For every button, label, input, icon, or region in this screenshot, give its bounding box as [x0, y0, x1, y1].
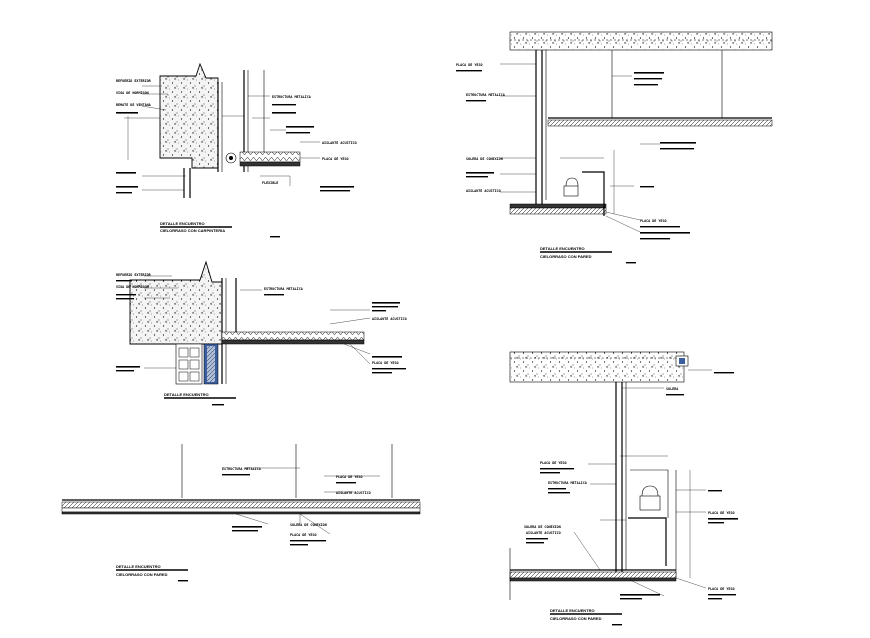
label: PLACA DE YESO	[540, 461, 567, 465]
gypsum-board	[509, 577, 677, 582]
label: PLACA DE YESO	[456, 63, 483, 67]
detail-subtitle: CIELORRASO CON CARPINTERIA	[160, 228, 225, 233]
label: AISLANTE ACUSTICO	[466, 189, 501, 193]
acoustic-insulation	[239, 151, 301, 163]
detail-subtitle: CIELORRASO CON PARED	[550, 616, 602, 621]
detail-2: PLACA DE YESO ESTRUCTURA METALICA SOLERA…	[456, 31, 773, 264]
block-wall	[175, 343, 203, 385]
detail-1: REFUERZO EXTERIOR VIGA DE HORMIGON REMAT…	[116, 62, 357, 238]
ceiling-grid	[61, 501, 421, 509]
label-lines	[116, 280, 406, 374]
label-lines	[456, 70, 696, 240]
label: ESTRUCTURA METALICA	[466, 93, 505, 97]
acoustic-insulation	[221, 331, 365, 341]
label: ESTRUCTURA METALICA	[222, 467, 261, 471]
detail-title: DETALLE ENCUENTRO	[164, 392, 209, 397]
label-lines	[526, 372, 738, 600]
label: PLACA DE YESO	[708, 511, 735, 515]
label-lines	[116, 104, 354, 194]
concrete-hatch	[160, 64, 218, 168]
detail-title: DETALLE ENCUENTRO	[116, 564, 161, 569]
detail-3: REFUERZO EXTERIOR VIGA DE HORMIGON ESTRU…	[116, 260, 407, 406]
label: PLACA DE YESO	[708, 587, 735, 591]
label: REFUERZO EXTERIOR	[116, 79, 152, 83]
label-lines	[222, 474, 356, 546]
detail-title: DETALLE ENCUENTRO	[160, 221, 205, 226]
detail-4: ESTRUCTURA METALICA PLACA DE YESO AISLAN…	[61, 444, 421, 582]
label: PLACA DE YESO	[322, 157, 349, 161]
label: AISLANTE ACUSTICO	[526, 531, 561, 535]
label: VIGA DE HORMIGON	[116, 285, 149, 289]
detail-5: PLACA DE YESO ESTRUCTURA METALICA SOLERA…	[509, 351, 738, 626]
label: AISLANTE ACUSTICO	[322, 141, 357, 145]
detail-title: DETALLE ENCUENTRO	[540, 246, 585, 251]
label: ESTRUCTURA METALICA	[264, 287, 303, 291]
label: REFUERZO EXTERIOR	[116, 273, 152, 277]
detail-subtitle: CIELORRASO CON PARED	[540, 254, 592, 259]
label: PLACA DE YESO	[290, 533, 317, 537]
label: AISLANTE ACUSTICO	[336, 491, 371, 495]
label: PLACA DE YESO	[336, 475, 363, 479]
gypsum-board	[509, 203, 607, 209]
label: ESTRUCTURA METALICA	[272, 95, 311, 99]
detail-subtitle: CIELORRASO CON PARED	[116, 572, 168, 577]
label: PLACA DE YESO	[372, 361, 399, 365]
detail-title: DETALLE ENCUENTRO	[550, 608, 595, 613]
gypsum-board	[239, 161, 301, 167]
label: SOLERA DE CONEXION	[290, 523, 327, 527]
label: FLEXIBLE	[262, 181, 278, 185]
label: SOLERA DE CONEXION	[466, 157, 503, 161]
label: VIGA DE HORMIGON	[116, 91, 149, 95]
label: PLACA DE YESO	[640, 219, 667, 223]
gypsum-board	[61, 511, 421, 515]
label: AISLANTE ACUSTICO	[372, 317, 407, 321]
label: ESTRUCTURA METALICA	[548, 481, 587, 485]
label: SOLERA	[666, 387, 678, 391]
gypsum-board	[221, 339, 365, 345]
label: REMATE DE VENTANA	[116, 103, 151, 107]
label: SOLERA DE CONEXION	[524, 525, 561, 529]
